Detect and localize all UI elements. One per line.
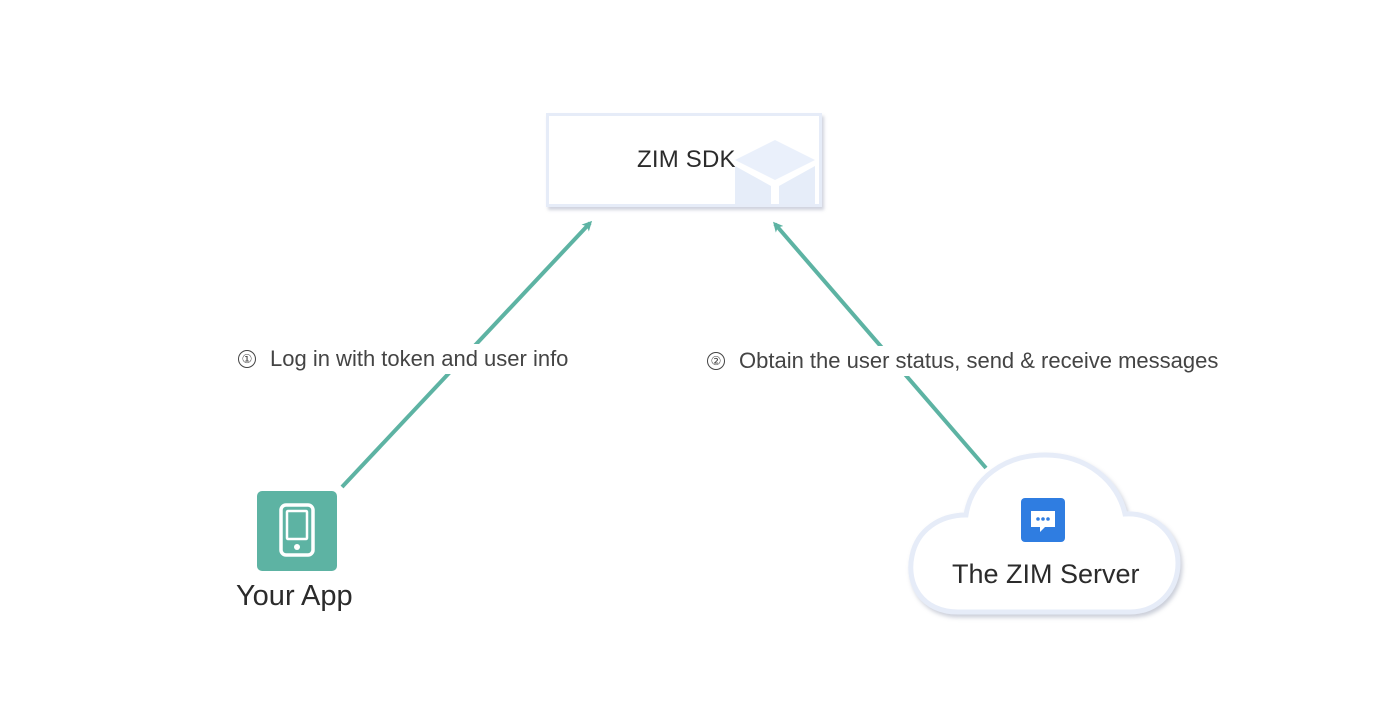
- edge-label-status-text: Obtain the user status, send & receive m…: [739, 348, 1219, 373]
- chat-bubble-icon: [1021, 498, 1065, 542]
- zim-server-label: The ZIM Server: [952, 559, 1140, 589]
- zim-sdk-box: ZIM SDK: [546, 113, 822, 207]
- zim-sdk-label: ZIM SDK: [637, 146, 736, 173]
- step-one-marker: ①: [238, 350, 256, 368]
- your-app-label: Your App: [236, 580, 353, 612]
- step-two-marker: ②: [707, 352, 725, 370]
- edge-label-login-text: Log in with token and user info: [270, 346, 569, 371]
- edge-label-login: ① Log in with token and user info: [234, 344, 573, 374]
- edge-label-status: ② Obtain the user status, send & receive…: [703, 346, 1223, 376]
- smartphone-icon: [257, 491, 337, 571]
- cube-icon: [735, 140, 815, 204]
